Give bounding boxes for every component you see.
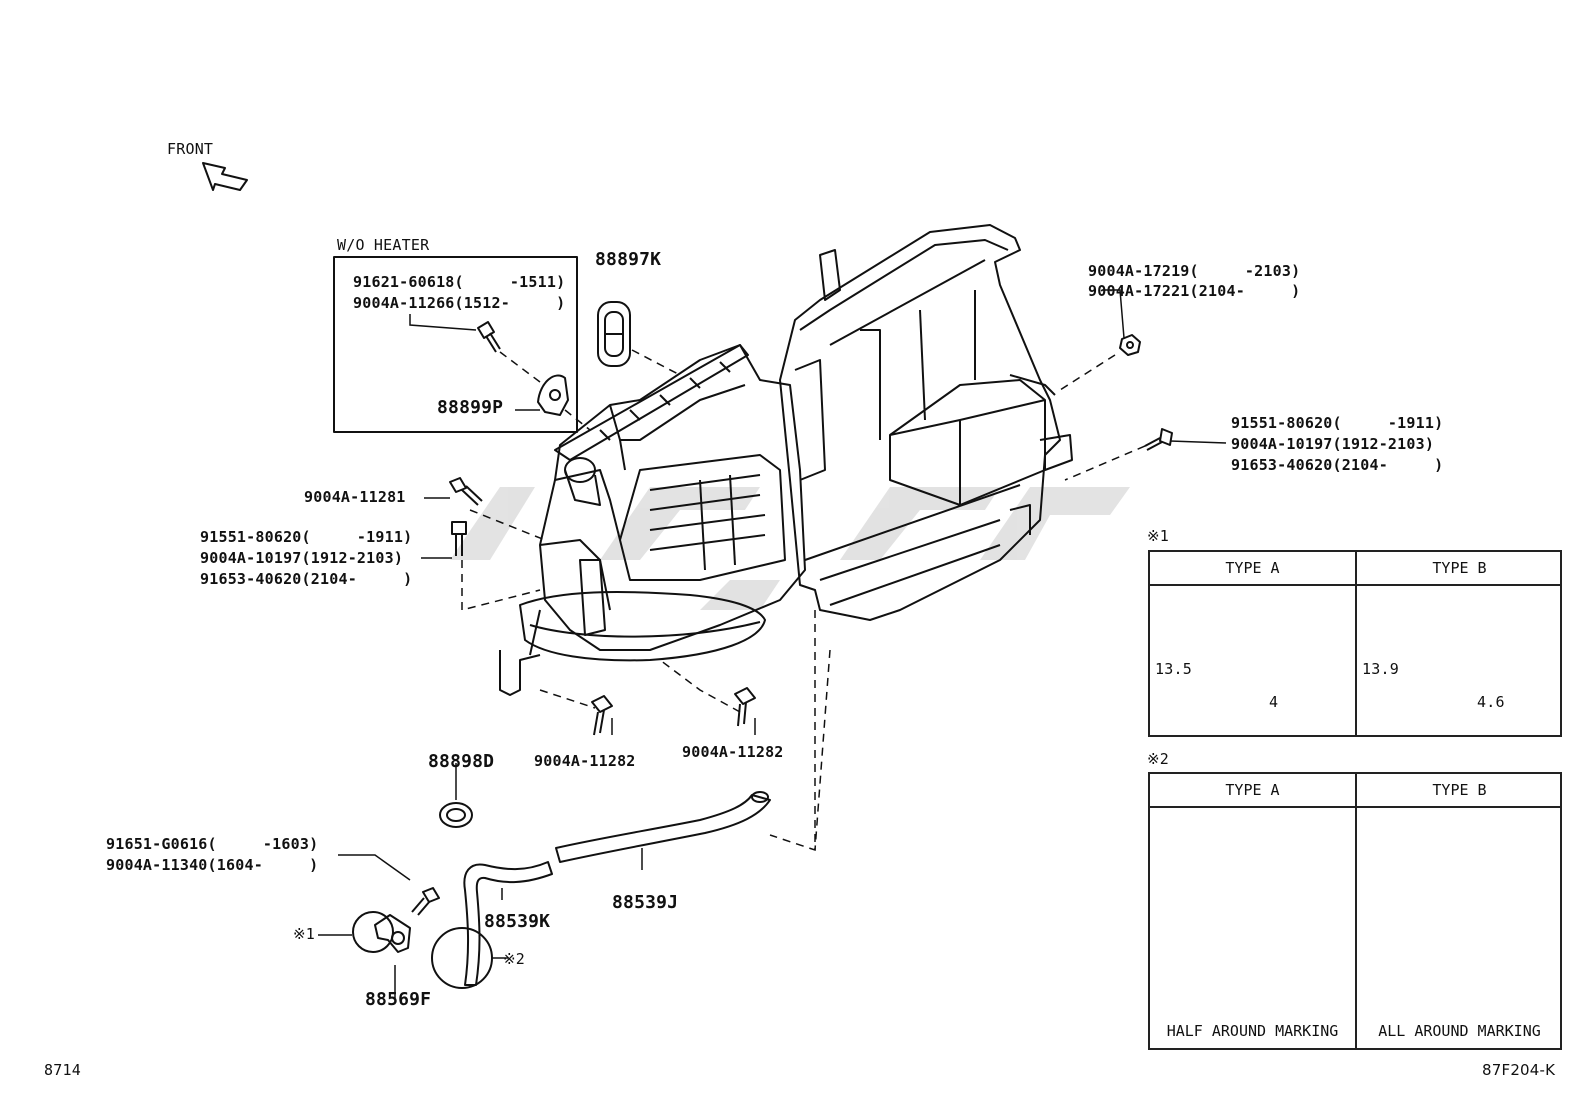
part-88539k[interactable]: 88539K xyxy=(484,911,551,932)
part-88898d[interactable]: 88898D xyxy=(428,751,495,772)
detail2-type-a: TYPE A xyxy=(1225,781,1280,799)
part-9004a-11282-b[interactable]: 9004A-11282 xyxy=(682,743,784,761)
right-line2: 9004A-10197(1912-2103) xyxy=(1231,435,1435,453)
top-right-line2: 9004A-17221(2104- ) xyxy=(1088,282,1301,300)
footer-left-code: 8714 xyxy=(44,1061,81,1079)
hose-88539j xyxy=(555,794,771,863)
hose-88539k xyxy=(463,861,553,986)
detail2-callout-circle xyxy=(431,927,493,989)
bolt-wo-heater-icon xyxy=(477,321,501,353)
mark-1-callout: ※1 xyxy=(293,925,315,943)
detail1-mark: ※1 xyxy=(1147,527,1169,545)
clamp-line2: 9004A-11340(1604- ) xyxy=(106,856,319,874)
part-9004a-11281[interactable]: 9004A-11281 xyxy=(304,488,406,506)
bolt-clamp-icon xyxy=(411,887,440,916)
wo-heater-title: W/O HEATER xyxy=(337,236,430,254)
front-arrow-icon xyxy=(202,162,248,191)
bolt-11282b-icon xyxy=(734,687,756,727)
bolt-right-icon xyxy=(1144,428,1173,451)
part-9004a-11282-a[interactable]: 9004A-11282 xyxy=(534,752,636,770)
front-label: FRONT xyxy=(167,140,214,158)
clamp-line1: 91651-G0616( -1603) xyxy=(106,835,319,853)
grommet-88898d xyxy=(439,802,473,828)
detail1-b-dim-h: 4.6 xyxy=(1477,693,1505,711)
wo-heater-line1: 91621-60618( -1511) xyxy=(353,273,566,291)
detail1-b-dim-v: 13.9 xyxy=(1362,660,1399,678)
grommet-88897k xyxy=(597,301,631,367)
nut-icon xyxy=(1119,334,1141,356)
detail2-type-b: TYPE B xyxy=(1432,781,1487,799)
detail1-table: TYPE A TYPE B xyxy=(1148,550,1562,737)
detail2-mark: ※2 xyxy=(1147,750,1169,768)
part-88897k[interactable]: 88897K xyxy=(595,249,662,270)
detail2-table: TYPE A TYPE B HALF AROUND MARKING ALL AR… xyxy=(1148,772,1562,1050)
part-88539j[interactable]: 88539J xyxy=(612,892,679,913)
detail2-a-caption: HALF AROUND MARKING xyxy=(1166,1022,1339,1040)
detail1-type-b: TYPE B xyxy=(1432,559,1487,577)
top-right-line1: 9004A-17219( -2103) xyxy=(1088,262,1301,280)
left-line3: 91653-40620(2104- ) xyxy=(200,570,413,588)
left-line2: 9004A-10197(1912-2103) xyxy=(200,549,404,567)
wo-heater-line2: 9004A-11266(1512- ) xyxy=(353,294,566,312)
clamp-88569f xyxy=(352,911,411,953)
footer-right-code: 87F204-K xyxy=(1482,1061,1556,1079)
detail2-b-caption: ALL AROUND MARKING xyxy=(1378,1022,1541,1040)
detail1-type-a: TYPE A xyxy=(1225,559,1280,577)
right-line3: 91653-40620(2104- ) xyxy=(1231,456,1444,474)
bolt-11281-icon xyxy=(449,477,483,506)
bolt-11282a-icon xyxy=(591,695,613,736)
left-line1: 91551-80620( -1911) xyxy=(200,528,413,546)
part-88899p[interactable]: 88899P xyxy=(437,397,504,418)
mark-2-callout: ※2 xyxy=(503,950,525,968)
wo-heater-box xyxy=(333,256,578,433)
clip-88899p xyxy=(537,374,569,416)
detail1-a-dim-h: 4 xyxy=(1269,693,1279,711)
right-line1: 91551-80620( -1911) xyxy=(1231,414,1444,432)
bolt-left-icon xyxy=(451,521,467,556)
detail1-a-dim-v: 13.5 xyxy=(1155,660,1192,678)
part-88569f[interactable]: 88569F xyxy=(365,989,432,1010)
